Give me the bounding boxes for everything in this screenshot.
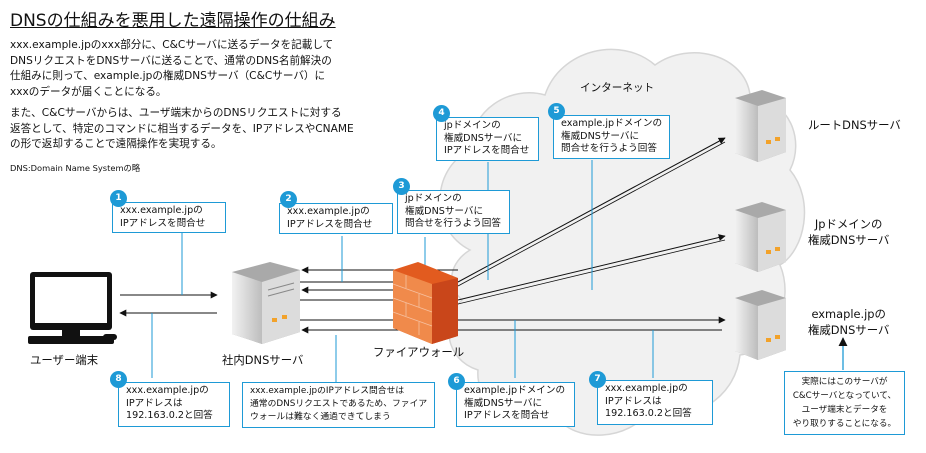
internal-dns-label: 社内DNSサーバ <box>222 353 304 367</box>
step-6-line: 権威DNSサーバに <box>464 397 543 409</box>
paragraph-2-line: 返答として、特定のコマンドに相当するデータを、IPアドレスやCNAME <box>10 122 354 135</box>
step-8-badge: 8 <box>110 371 127 388</box>
jp-dns-label: Jpドメインの 権威DNSサーバ <box>808 216 889 248</box>
firewall-note-callout: xxx.example.jpのIPアドレス問合せは 通常のDNSリクエストである… <box>242 382 435 428</box>
internal-dns-server-icon <box>232 262 300 344</box>
step-2-callout: xxx.example.jpの IPアドレスを問合せ <box>279 203 393 234</box>
paragraph-2-line: また、C&Cサーバからは、ユーザ端末からのDNSリクエストに対する <box>10 107 342 119</box>
step-7-callout: xxx.example.jpの IPアドレスは 192.163.0.2と回答 <box>597 380 713 425</box>
step-4-callout: jpドメインの 権威DNSサーバに IPアドレスを問合せ <box>436 117 539 161</box>
root-dns-label: ルートDNSサーバ <box>808 118 901 132</box>
page-title: DNSの仕組みを悪用した遠隔操作の仕組み <box>10 11 336 31</box>
paragraph-1-line: DNSリクエストをDNSサーバに送ることで、通常のDNS名前解決の <box>10 54 332 67</box>
firewall-note-line: xxx.example.jpのIPアドレス問合せは <box>250 386 405 396</box>
step-8-line: IPアドレスは <box>126 397 183 409</box>
step-4-line: IPアドレスを問合せ <box>444 145 530 156</box>
step-3-callout: jpドメインの 権威DNSサーバに 問合せを行うよう回答 <box>397 190 510 234</box>
paragraph-1-line: 仕組みに則って、example.jpの権威DNSサーバ（C&Cサーバ）に <box>10 70 326 82</box>
callout-leaders <box>151 160 654 382</box>
step-3-line: 権威DNSサーバに <box>405 205 484 217</box>
step-1-line: xxx.example.jpの <box>120 205 203 216</box>
step-7-line: IPアドレスは <box>605 395 662 407</box>
step-4-line: jpドメインの <box>444 120 501 131</box>
paragraph-1-line: xxxのデータが届くことになる。 <box>10 85 167 98</box>
cc-note-line: ユーザ端末とデータを <box>801 405 888 415</box>
firewall-icon <box>392 262 458 344</box>
jp-dns-label-line: Jpドメインの <box>814 217 883 231</box>
example-dns-server-icon <box>735 290 786 360</box>
step-2-badge: 2 <box>280 191 297 208</box>
step-1-line: IPアドレスを問合せ <box>120 217 206 229</box>
user-pc-icon <box>28 272 117 344</box>
step-5-badge: 5 <box>548 103 565 120</box>
step-6-line: IPアドレスを問合せ <box>464 410 550 421</box>
root-dns-server-icon <box>735 90 786 162</box>
example-dns-label-line: 権威DNSサーバ <box>808 323 890 337</box>
cc-note-line: 実際にはこのサーバが <box>801 377 888 387</box>
jp-dns-label-line: 権威DNSサーバ <box>808 233 890 247</box>
step-8-line: xxx.example.jpの <box>126 385 209 396</box>
firewall-note-line: 通常のDNSリクエストであるため、ファイア <box>250 399 428 409</box>
step-6-badge: 6 <box>448 373 465 390</box>
step-7-line: 192.163.0.2と回答 <box>605 408 692 419</box>
firewall-label: ファイアウォール <box>373 345 465 359</box>
paragraph-2-line: の形で返却することで遠隔操作を実現する。 <box>10 138 222 150</box>
internet-label: インターネット <box>580 82 655 94</box>
example-dns-label-line: exmaple.jpの <box>811 307 886 321</box>
step-1-callout: xxx.example.jpの IPアドレスを問合せ <box>112 202 226 233</box>
step-7-line: xxx.example.jpの <box>605 383 688 394</box>
step-2-line: IPアドレスを問合せ <box>287 218 373 230</box>
cc-note-line: C&Cサーバとなっていて、 <box>792 391 897 401</box>
cc-server-note-callout: 実際にはこのサーバが C&Cサーバとなっていて、 ユーザ端末とデータを やり取り… <box>784 371 905 435</box>
footnote: DNS:Domain Name Systemの略 <box>10 163 141 173</box>
example-dns-label: exmaple.jpの 権威DNSサーバ <box>808 306 889 338</box>
step-4-badge: 4 <box>433 105 450 122</box>
step-3-line: jpドメインの <box>405 193 462 204</box>
step-3-badge: 3 <box>393 178 410 195</box>
paragraph-2: また、C&Cサーバからは、ユーザ端末からのDNSリクエストに対する 返答として、… <box>10 106 354 153</box>
step-4-line: 権威DNSサーバに <box>444 132 523 144</box>
step-8-callout: xxx.example.jpの IPアドレスは 192.163.0.2と回答 <box>118 382 230 427</box>
step-8-line: 192.163.0.2と回答 <box>126 410 213 421</box>
step-5-line: 権威DNSサーバに <box>561 130 640 142</box>
step-6-callout: example.jpドメインの 権威DNSサーバに IPアドレスを問合せ <box>456 382 575 427</box>
step-7-badge: 7 <box>589 371 606 388</box>
paragraph-1: xxx.example.jpのxxx部分に、C&Cサーバに送るデータを記載して … <box>10 38 333 100</box>
step-5-line: 問合せを行うよう回答 <box>561 143 657 154</box>
user-terminal-label: ユーザー端末 <box>30 353 99 367</box>
step-6-line: example.jpドメインの <box>464 385 566 396</box>
step-3-line: 問合せを行うよう回答 <box>405 218 501 229</box>
cc-note-line: やり取りすることになる。 <box>792 419 897 429</box>
firewall-note-line: ウォールは難なく通過できてしまう <box>250 412 391 422</box>
step-5-callout: example.jpドメインの 権威DNSサーバに 問合せを行うよう回答 <box>553 115 670 159</box>
step-5-line: example.jpドメインの <box>561 118 663 129</box>
paragraph-1-line: xxx.example.jpのxxx部分に、C&Cサーバに送るデータを記載して <box>10 39 334 51</box>
jp-dns-server-icon <box>735 202 786 272</box>
step-1-badge: 1 <box>110 190 127 207</box>
step-2-line: xxx.example.jpの <box>287 206 370 217</box>
